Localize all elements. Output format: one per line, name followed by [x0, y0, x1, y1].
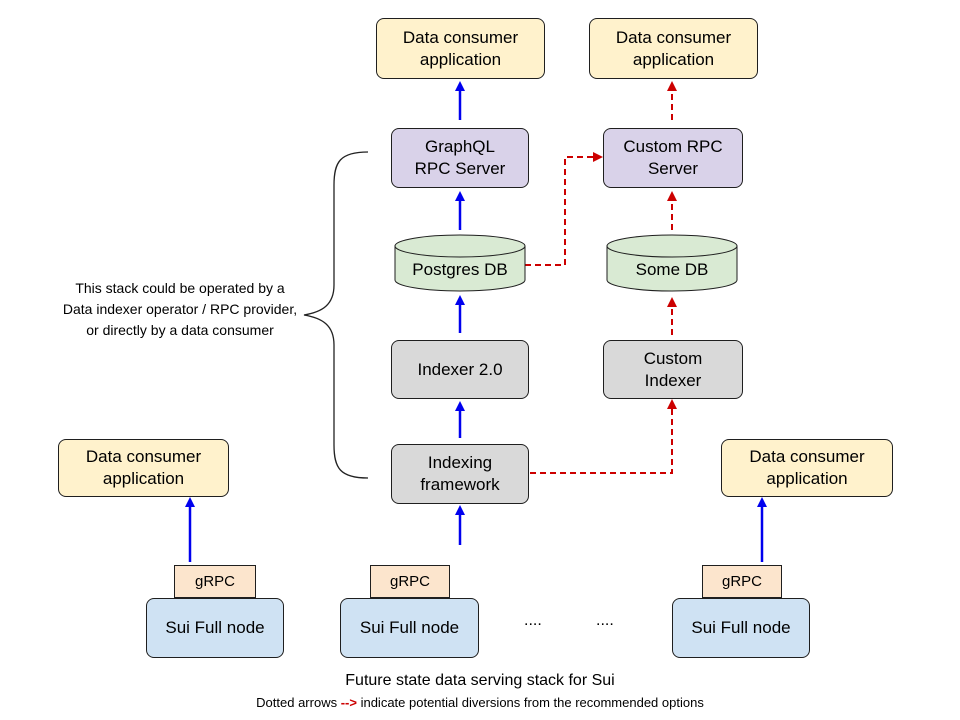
- sui-full-node-right: Sui Full node: [672, 598, 810, 658]
- diagram-caption-title: Future state data serving stack for Sui: [345, 672, 615, 689]
- custom-rpc-server: Custom RPC Server: [603, 128, 743, 188]
- consumer-app-top-left: Data consumer application: [376, 18, 545, 79]
- indexer-2-box: Indexer 2.0: [391, 340, 529, 399]
- custom-indexer-box: Custom Indexer: [603, 340, 743, 399]
- graphql-rpc-server: GraphQL RPC Server: [391, 128, 529, 188]
- sui-full-node-middle: Sui Full node: [340, 598, 479, 658]
- grpc-label-middle: gRPC: [370, 565, 450, 598]
- dashed-framework-to-custom-indexer: [530, 399, 677, 474]
- sui-full-node-left: Sui Full node: [146, 598, 284, 658]
- grpc-label-right: gRPC: [702, 565, 782, 598]
- postgres-db-cylinder: [394, 234, 526, 292]
- postgres-db-label: Postgres DB: [412, 260, 508, 279]
- dashed-postgres-to-custom-rpc: [525, 152, 603, 266]
- consumer-app-top-right: Data consumer application: [589, 18, 758, 79]
- caption-subtitle-before: Dotted arrows: [256, 695, 338, 710]
- some-db-label: Some DB: [635, 260, 709, 279]
- consumer-app-bottom-left: Data consumer application: [58, 439, 229, 497]
- some-db-cylinder: [606, 234, 738, 292]
- stack-brace: [303, 151, 369, 479]
- ellipsis-2: ....: [596, 612, 614, 629]
- caption-subtitle-after: indicate potential diversions from the r…: [360, 695, 704, 710]
- consumer-app-bottom-right: Data consumer application: [721, 439, 893, 497]
- grpc-label-left: gRPC: [174, 565, 256, 598]
- caption-dashed-arrow-symbol: -->: [340, 695, 357, 710]
- diagram-caption-subtitle: Dotted arrows --> indicate potential div…: [0, 695, 960, 710]
- ellipsis-1: ....: [524, 612, 542, 629]
- indexing-framework-box: Indexing framework: [391, 444, 529, 504]
- stack-operator-note: This stack could be operated by a Data i…: [62, 280, 298, 338]
